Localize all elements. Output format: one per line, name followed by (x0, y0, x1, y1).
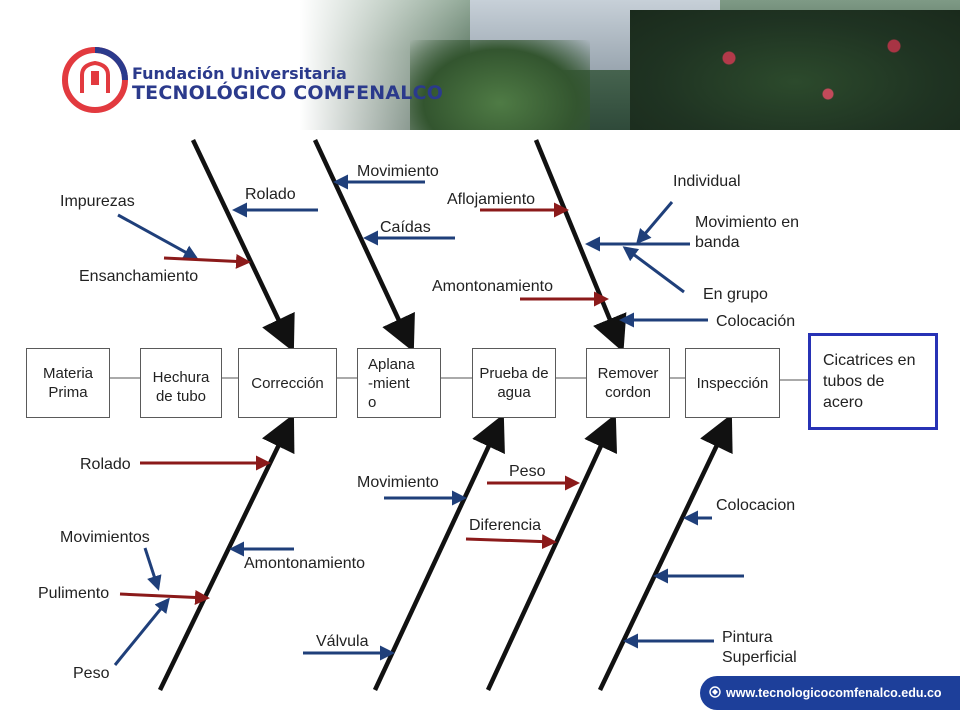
web-icon (709, 686, 721, 698)
arrow-impurezas (117, 213, 199, 260)
cause-arrows-blue (113, 174, 744, 666)
arrow-pulimento (119, 589, 210, 605)
effect-box: Cicatrices en tubos de acero (808, 333, 938, 430)
process-connectors (110, 377, 808, 381)
label-pintura: Pintura Superficial (722, 629, 797, 666)
process-label: Remover cordon (597, 365, 659, 401)
process-label: Inspección (696, 374, 769, 392)
label-peso-mid: Peso (509, 463, 546, 480)
process-box-hechura: Hechura de tubo (140, 348, 222, 418)
university-logo-icon (62, 47, 128, 113)
label-amontonamiento-bottom: Amontonamiento (244, 555, 365, 572)
footer-url[interactable]: www.tecnologicocomfenalco.edu.co (700, 676, 960, 710)
campus-foliage (410, 40, 590, 130)
label-colocacion-top: Colocación (716, 313, 796, 330)
label-peso-bottom: Peso (73, 665, 110, 682)
footer-url-text: www.tecnologicocomfenalco.edu.co (726, 686, 942, 700)
label-valvula: Válvula (316, 633, 369, 650)
label-rolado-bottom: Rolado (80, 456, 131, 473)
bone-top-correccion (190, 139, 295, 353)
process-label: Materia Prima (42, 365, 94, 401)
process-box-materia-prima: Materia Prima (26, 348, 110, 418)
bone-top-remover (533, 139, 627, 353)
label-caidas: Caídas (380, 219, 431, 236)
cause-arrows-red (119, 202, 609, 605)
logo-line1: Fundación Universitaria (132, 64, 347, 83)
campus-flowers (630, 10, 960, 130)
label-aflojamiento: Aflojamiento (447, 191, 536, 208)
arrow-diferencia (465, 534, 557, 550)
label-ensanchamiento: Ensanchamiento (79, 268, 199, 285)
logo-line2: TECNOLÓGICO COMFENALCO (132, 82, 444, 104)
bone-top-aplanamiento (312, 139, 415, 353)
label-colocacion-bottom: Colocacion (716, 497, 796, 514)
label-amontonamiento-top: Amontonamiento (432, 278, 553, 295)
label-individual: Individual (673, 173, 741, 190)
bone-bottom-inspeccion (597, 413, 733, 691)
process-label: Corrección (251, 374, 324, 392)
process-label: Prueba de agua (479, 365, 549, 401)
label-impurezas: Impurezas (60, 193, 135, 210)
process-label: Aplana-miento (368, 355, 415, 411)
label-movimientos: Movimientos (60, 529, 150, 546)
arrow-ensanchamiento (163, 253, 251, 269)
label-movimiento-bottom: Movimiento (357, 474, 439, 491)
label-movimiento-top: Movimiento (357, 163, 439, 180)
label-pulimento: Pulimento (38, 585, 110, 602)
process-box-remover: Remover cordon (586, 348, 670, 418)
process-box-prueba: Prueba de agua (472, 348, 556, 418)
arrow-movimientos (143, 547, 162, 591)
process-label: Hechura de tubo (152, 369, 210, 405)
process-box-correccion: Corrección (238, 348, 337, 418)
header-banner: Fundación Universitaria TECNOLÓGICO COMF… (0, 0, 960, 130)
label-rolado-top: Rolado (245, 186, 296, 203)
bone-bottom-remover (485, 413, 617, 691)
arrow-en-grupo (622, 246, 685, 294)
label-movimiento-banda: Movimiento en banda (695, 214, 800, 251)
bone-bottom-aplanamiento (372, 413, 505, 691)
process-box-inspeccion: Inspección (685, 348, 780, 418)
label-en-grupo: En grupo (703, 286, 768, 303)
arrow-peso (113, 597, 170, 666)
arrow-individual (636, 201, 674, 245)
campus-photo (300, 0, 960, 130)
process-box-aplanamiento: Aplana-miento (357, 348, 441, 418)
label-diferencia: Diferencia (469, 517, 542, 534)
